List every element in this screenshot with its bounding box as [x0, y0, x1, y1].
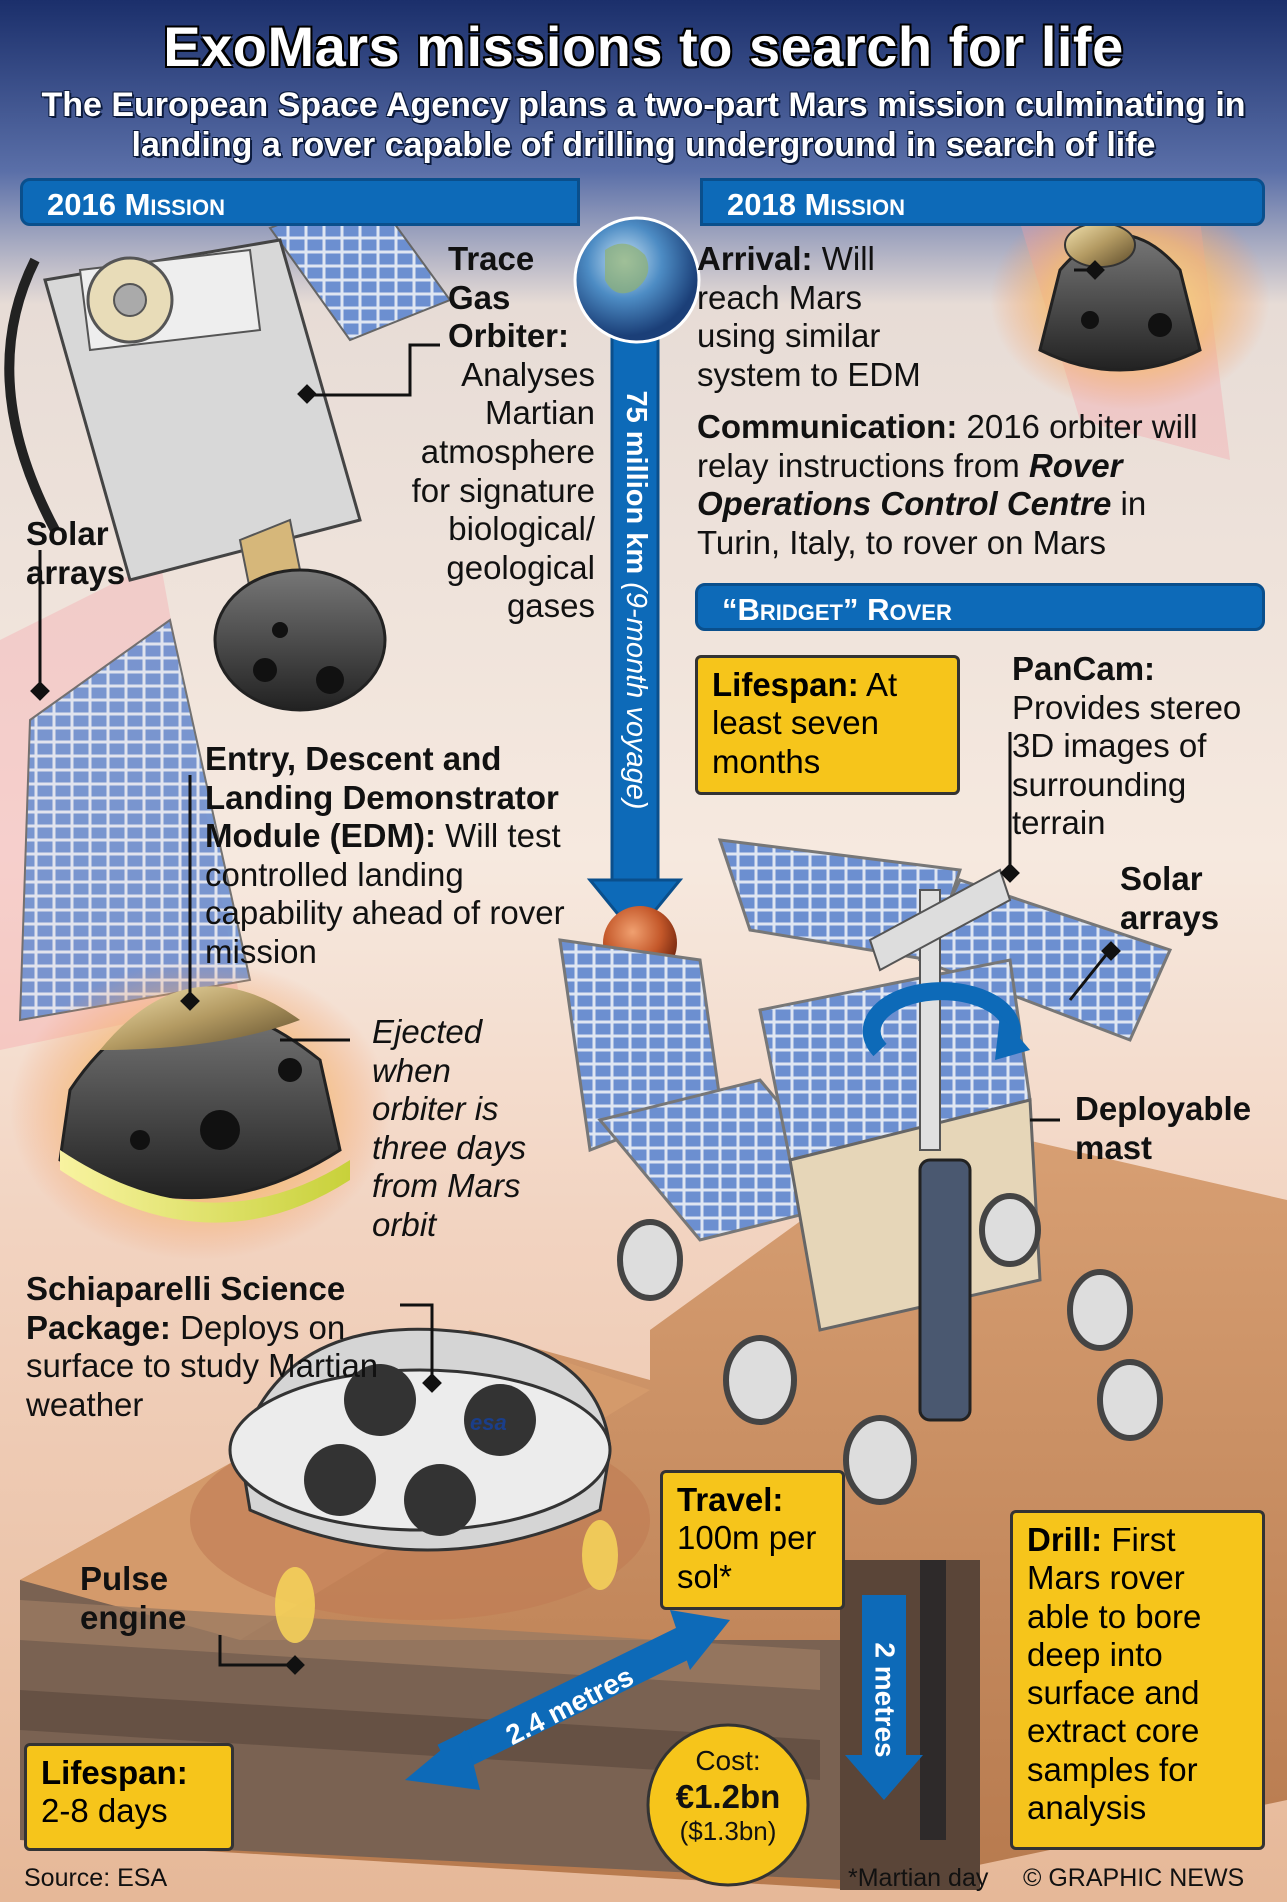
banner-2018-label: 2018 Mission	[727, 187, 905, 222]
edm-capsule-illustration	[10, 960, 390, 1260]
pancam-callout: PanCam: Provides stereo 3D images of sur…	[1012, 650, 1272, 843]
page-title: ExoMars missions to search for life	[163, 15, 1124, 78]
cost-eur: €1.2bn	[675, 1777, 781, 1815]
edm-heading: Entry, Descent and Landing Demonstrator …	[205, 740, 559, 855]
edm-lifespan-heading: Lifespan:	[41, 1754, 188, 1791]
orbiter-solar-arrays-label: Solar arrays	[26, 515, 126, 591]
width-arrow	[405, 1610, 730, 1790]
banner-2016-mission: 2016 Mission	[20, 178, 580, 226]
pulse-engine-label: Pulse engine	[80, 1560, 187, 1636]
cost-text: Cost: €1.2bn ($1.3bn)	[648, 1745, 808, 1847]
drill-heading: Drill:	[1027, 1521, 1103, 1558]
edm-lifespan-text: 2-8 days	[41, 1792, 168, 1830]
communication-text-2: in Turin, Italy, to rover on Mars	[697, 485, 1147, 561]
tgo-text: Analyses Martian atmosphere for signatur…	[411, 355, 595, 625]
rover-illustration	[558, 838, 1173, 1505]
communication-heading: Communication:	[697, 408, 958, 445]
mast-label: Deployable mast	[1075, 1090, 1252, 1166]
pancam-heading: PanCam:	[1012, 650, 1156, 687]
cost-badge	[646, 1723, 810, 1887]
tgo-callout: Trace Gas Orbiter: Analyses Martian atmo…	[380, 240, 595, 626]
tgo-heading: Trace Gas Orbiter:	[448, 240, 570, 355]
ssp-text: Deploys on surface to study Martian weat…	[26, 1308, 379, 1423]
footnote-text: *Martian day	[848, 1864, 989, 1892]
rover-lifespan-heading: Lifespan:	[712, 666, 859, 703]
communication-callout: Communication: 2016 orbiter will relay i…	[697, 408, 1237, 562]
esa-logo: esa	[470, 1410, 507, 1435]
drill-box: Drill: First Mars rover able to bore dee…	[1010, 1510, 1265, 1850]
edm-lifespan-box: Lifespan: 2-8 days	[24, 1743, 234, 1851]
cost-label: Cost:	[695, 1745, 761, 1776]
depth-arrow	[845, 1595, 923, 1800]
header: ExoMars missions to search for life The …	[0, 0, 1287, 180]
edm-text: Will test controlled landing capability …	[205, 817, 565, 971]
banner-rover: “Bridget” Rover	[695, 583, 1265, 631]
communication-centre: Rover Operations Control Centre	[697, 446, 1123, 523]
ssp-heading: Schiaparelli Science Package:	[26, 1270, 346, 1346]
voyage-label: 75 million km (9-month voyage)	[618, 340, 652, 860]
communication-text-1: 2016 orbiter will relay instructions fro…	[697, 408, 1198, 484]
ejected-note: Ejected when orbiter is three days from …	[372, 1013, 527, 1244]
orbiter-illustration	[4, 188, 452, 1022]
drill-text: First Mars rover able to bore deep into …	[1027, 1521, 1202, 1826]
ssp-callout: Schiaparelli Science Package: Deploys on…	[26, 1270, 386, 1424]
source-text: Source: ESA	[24, 1864, 168, 1892]
rover-lifespan-box: Lifespan: At least seven months	[695, 655, 960, 795]
credit-text: © GRAPHIC NEWS	[1023, 1864, 1245, 1892]
rover-lifespan-text: At least seven months	[712, 666, 898, 780]
arrival-heading: Arrival:	[697, 240, 813, 277]
arrival-callout: Arrival: Will reach Mars using similar s…	[697, 240, 947, 394]
banner-rover-label: “Bridget” Rover	[722, 592, 952, 627]
travel-heading: Travel:	[677, 1481, 784, 1518]
travel-box: Travel: 100m per sol*	[660, 1470, 845, 1610]
lander-illustration	[190, 1327, 650, 1643]
arrival-text: Will reach Mars using similar system to …	[697, 240, 921, 393]
travel-text: 100m per sol*	[677, 1519, 817, 1595]
page-subtitle: The European Space Agency plans a two-pa…	[41, 86, 1246, 165]
cost-usd: ($1.3bn)	[679, 1816, 777, 1847]
banner-2018-mission: 2018 Mission	[700, 178, 1265, 226]
voyage-distance: 75 million km	[619, 390, 652, 575]
depth-arrow-label: 2 metres	[869, 1642, 901, 1758]
edm-callout: Entry, Descent and Landing Demonstrator …	[205, 740, 605, 972]
banner-2016-label: 2016 Mission	[47, 187, 225, 222]
pancam-text: Provides stereo 3D images of surrounding…	[1012, 688, 1242, 842]
rover-solar-arrays-label: Solar arrays	[1120, 860, 1220, 936]
voyage-duration: (9-month voyage)	[619, 582, 652, 810]
